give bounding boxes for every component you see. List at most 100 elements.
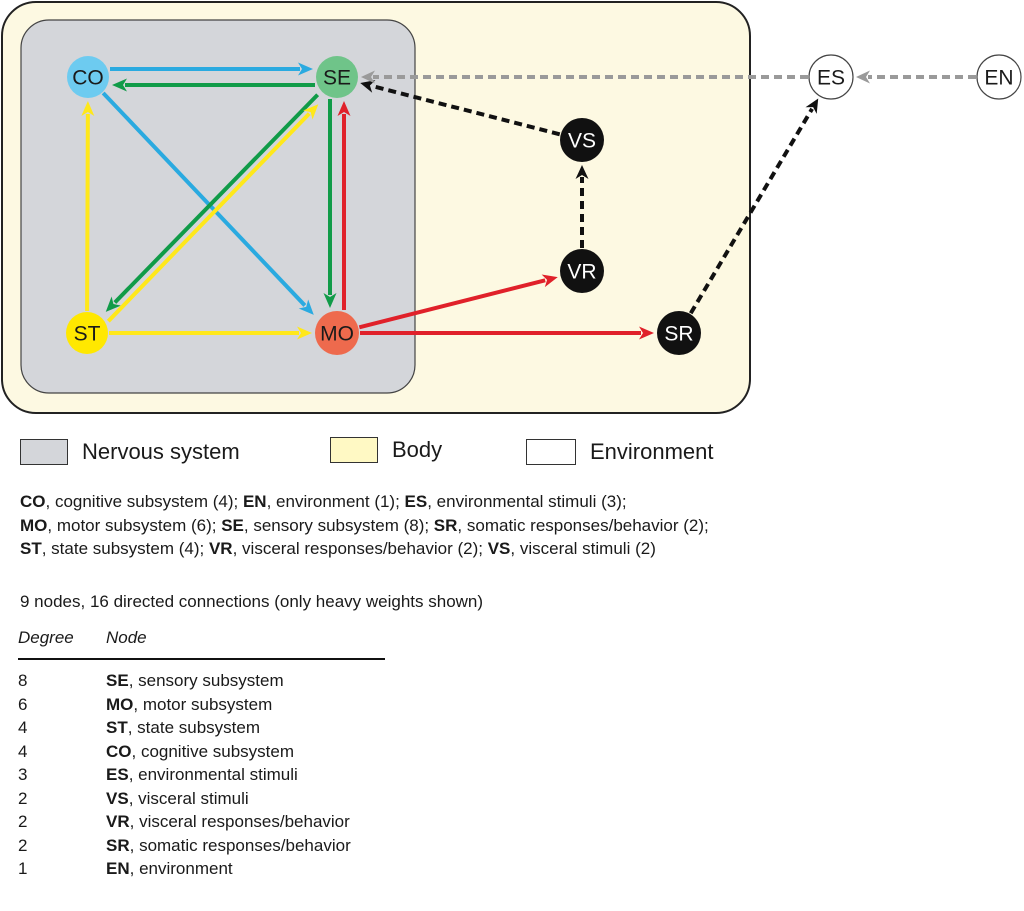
network-diagram: CO SE ST MO VS VR SR ES EN (1, 1, 1022, 414)
header-degree: Degree (18, 628, 74, 647)
arrowhead-st-to-se (303, 104, 319, 120)
nodes-layer: CO SE ST MO VS VR SR ES EN (66, 54, 1022, 355)
arrowhead-st-to-mo (297, 326, 312, 340)
abbr-co: CO (20, 492, 46, 511)
node-abbr: SR (106, 835, 130, 855)
node-sr: SR (657, 311, 701, 355)
node-label-en: EN (984, 67, 1013, 90)
node-abbr: EN (106, 859, 130, 878)
node-vr: VR (560, 249, 604, 293)
abbreviation-line: MO, motor subsystem (6); SE, sensory sub… (20, 514, 709, 538)
degree-cell: 2 (18, 835, 28, 855)
arrowhead-sr-to-es (805, 98, 819, 114)
legend-label-nervous: Nervous system (82, 439, 240, 464)
node-label-st: ST (74, 323, 101, 346)
node-circle-sr (657, 311, 701, 355)
node-vs: VS (560, 118, 604, 162)
node-desc: , environmental stimuli (128, 765, 298, 784)
legend-swatch-environment (526, 439, 576, 465)
node-label-mo: MO (320, 323, 354, 346)
node-cell: CO, cognitive subsystem (106, 740, 294, 764)
degree-cell: 4 (18, 718, 28, 737)
node-circle-mo (315, 311, 359, 355)
abbr-vr: VR (208, 539, 233, 558)
node-cell: VS, visceral stimuli (106, 787, 249, 811)
node-abbr: VS (106, 788, 129, 808)
abbr-es: ES (404, 492, 428, 511)
degree-cell: 6 (18, 694, 28, 714)
abbr-vs: VS (487, 539, 511, 558)
degree-cell: 3 (18, 765, 28, 784)
header-node: Node (106, 628, 147, 647)
node-circle-se (316, 56, 358, 98)
node-label-vs: VS (568, 130, 596, 153)
edge-st-to-co (85, 113, 90, 312)
arrowhead-mo-to-vr (541, 274, 558, 288)
arrowhead-vr-to-vs (575, 165, 589, 179)
legend-environment: Environment (526, 437, 714, 467)
node-cell: MO, motor subsystem (106, 693, 272, 717)
abbr-sr-desc: , somatic responses/behavior (2); (457, 515, 709, 535)
node-cell: SR, somatic responses/behavior (106, 834, 351, 858)
degree-cell: 4 (18, 741, 28, 761)
node-desc: , state subsystem (127, 718, 261, 737)
table-row: 2 SR, somatic responses/behavior (18, 834, 385, 858)
table-rule (18, 658, 385, 660)
node-abbr: SE (106, 671, 129, 690)
abbr-mo: MO (20, 515, 48, 535)
abbr-st: ST (20, 539, 42, 558)
table-row: 4 ST, state subsystem (18, 716, 385, 740)
node-desc: , cognitive subsystem (131, 741, 295, 761)
abbr-en-desc: , environment (1); (266, 492, 405, 511)
node-co: CO (67, 56, 109, 98)
edge-co-to-mo (101, 91, 307, 307)
arrowhead-mo-to-sr (639, 326, 654, 340)
legend-swatch-nervous (20, 439, 68, 465)
legend-swatch-body (330, 437, 378, 463)
edge-sr-to-es (689, 107, 814, 315)
node-cell: ST, state subsystem (106, 716, 260, 740)
node-se: SE (316, 56, 358, 98)
table-row: 6 MO, motor subsystem (18, 693, 385, 717)
arrowhead-co-to-se (298, 62, 313, 76)
node-abbr: VR (106, 812, 130, 831)
degree-cell: 1 (18, 859, 28, 878)
arrowhead-st-to-co (81, 100, 95, 117)
abbr-vs-desc: , visceral stimuli (2) (510, 539, 656, 558)
arrowhead-se-to-co (112, 78, 127, 92)
node-en: EN (976, 54, 1022, 100)
node-label-es: ES (817, 67, 845, 90)
edges-layer (81, 62, 976, 340)
legend-label-body: Body (392, 437, 443, 462)
abbreviation-line: CO, cognitive subsystem (4); EN, environ… (20, 490, 709, 514)
degree-cell: 2 (18, 812, 28, 831)
node-st: ST (66, 312, 108, 354)
arrowhead-mo-to-se (337, 101, 351, 116)
node-circle-es (808, 54, 854, 100)
node-desc: , somatic responses/behavior (129, 835, 351, 855)
abbr-vr-desc: , visceral responses/behavior (2); (232, 539, 488, 558)
node-desc: , motor subsystem (133, 694, 273, 714)
abbreviation-list: CO, cognitive subsystem (4); EN, environ… (20, 490, 709, 561)
table-row: 1 EN, environment (18, 857, 385, 881)
arrowhead-es-to-se (361, 70, 375, 84)
node-es: ES (808, 54, 854, 100)
node-label-co: CO (72, 67, 104, 90)
node-mo: MO (315, 311, 359, 355)
node-circle-vs (560, 118, 604, 162)
node-cell: EN, environment (106, 857, 233, 881)
node-label-sr: SR (664, 323, 693, 346)
abbr-co-desc: , cognitive subsystem (4); (45, 492, 243, 511)
legend-body: Body (330, 435, 442, 465)
edge-st-to-se (106, 112, 311, 323)
node-desc: , environment (129, 859, 233, 878)
abbr-mo-desc: , motor subsystem (6); (47, 515, 222, 535)
node-cell: ES, environmental stimuli (106, 763, 298, 787)
legend-label-environment: Environment (590, 439, 714, 464)
degree-cell: 8 (18, 671, 28, 690)
node-abbr: MO (106, 694, 134, 714)
